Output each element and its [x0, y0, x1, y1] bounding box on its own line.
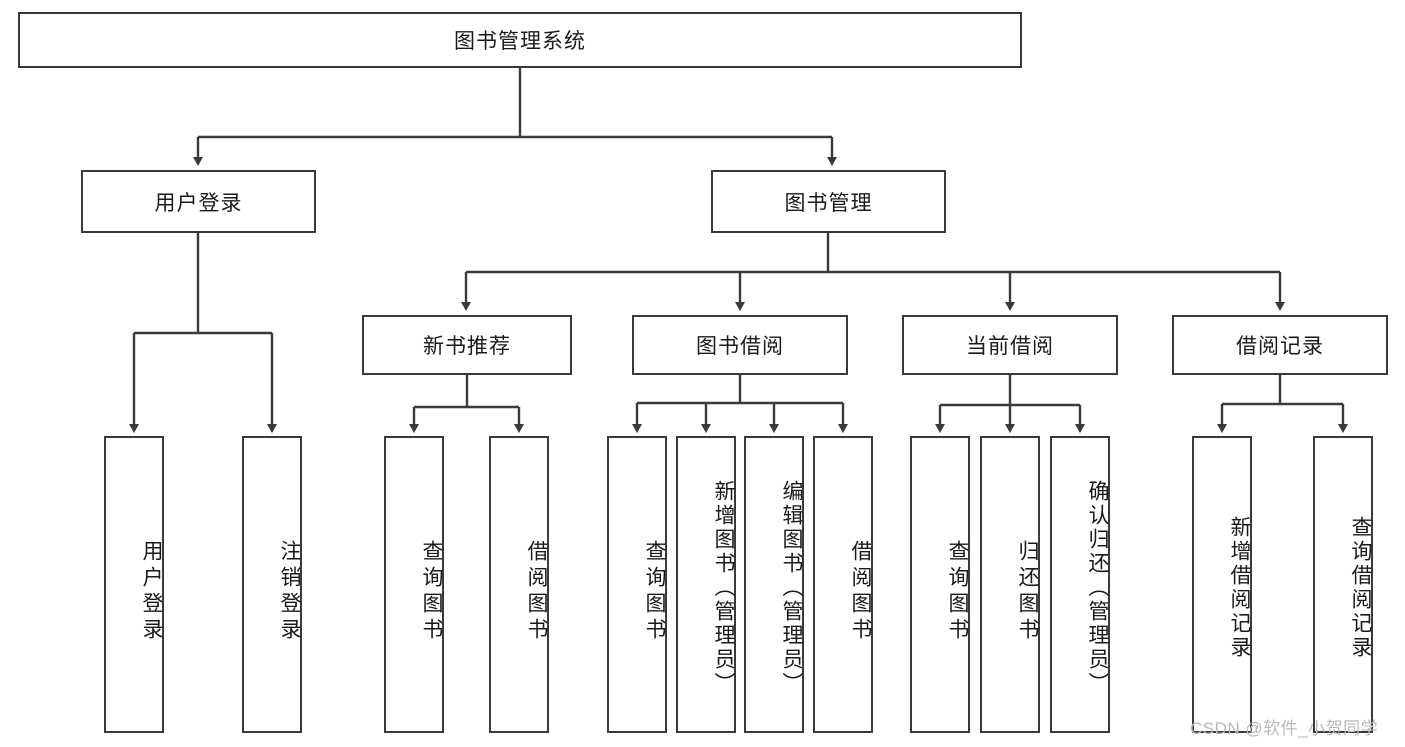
leaf-borrow-borrow-book[interactable]: 借阅图书 [813, 436, 873, 733]
leaf-records-add-record[interactable]: 新增借阅记录 [1192, 436, 1252, 733]
csdn-watermark: CSDN @软件_小贺同学 [1190, 719, 1379, 738]
leaf-user-login-signin[interactable]: 用户登录 [104, 436, 164, 733]
node-new-book-recommend[interactable]: 新书推荐 [362, 315, 572, 375]
leaf-new-book-borrow[interactable]: 借阅图书 [489, 436, 549, 733]
node-book-borrow[interactable]: 图书借阅 [632, 315, 848, 375]
node-book-management[interactable]: 图书管理 [711, 170, 946, 233]
leaf-current-return-book[interactable]: 归还图书 [980, 436, 1040, 733]
leaf-new-book-query[interactable]: 查询图书 [384, 436, 444, 733]
node-root-system[interactable]: 图书管理系统 [18, 12, 1022, 68]
node-current-borrow[interactable]: 当前借阅 [902, 315, 1118, 375]
leaf-records-query-record[interactable]: 查询借阅记录 [1313, 436, 1373, 733]
node-borrow-records[interactable]: 借阅记录 [1172, 315, 1388, 375]
leaf-current-confirm-return-admin[interactable]: 确认归还（管理员） [1050, 436, 1110, 733]
leaf-user-login-signout[interactable]: 注销登录 [242, 436, 302, 733]
node-user-login[interactable]: 用户登录 [81, 170, 316, 233]
leaf-borrow-add-book-admin[interactable]: 新增图书（管理员） [676, 436, 736, 733]
leaf-borrow-query-book[interactable]: 查询图书 [607, 436, 667, 733]
leaf-borrow-edit-book-admin[interactable]: 编辑图书（管理员） [744, 436, 804, 733]
leaf-current-query-book[interactable]: 查询图书 [910, 436, 970, 733]
